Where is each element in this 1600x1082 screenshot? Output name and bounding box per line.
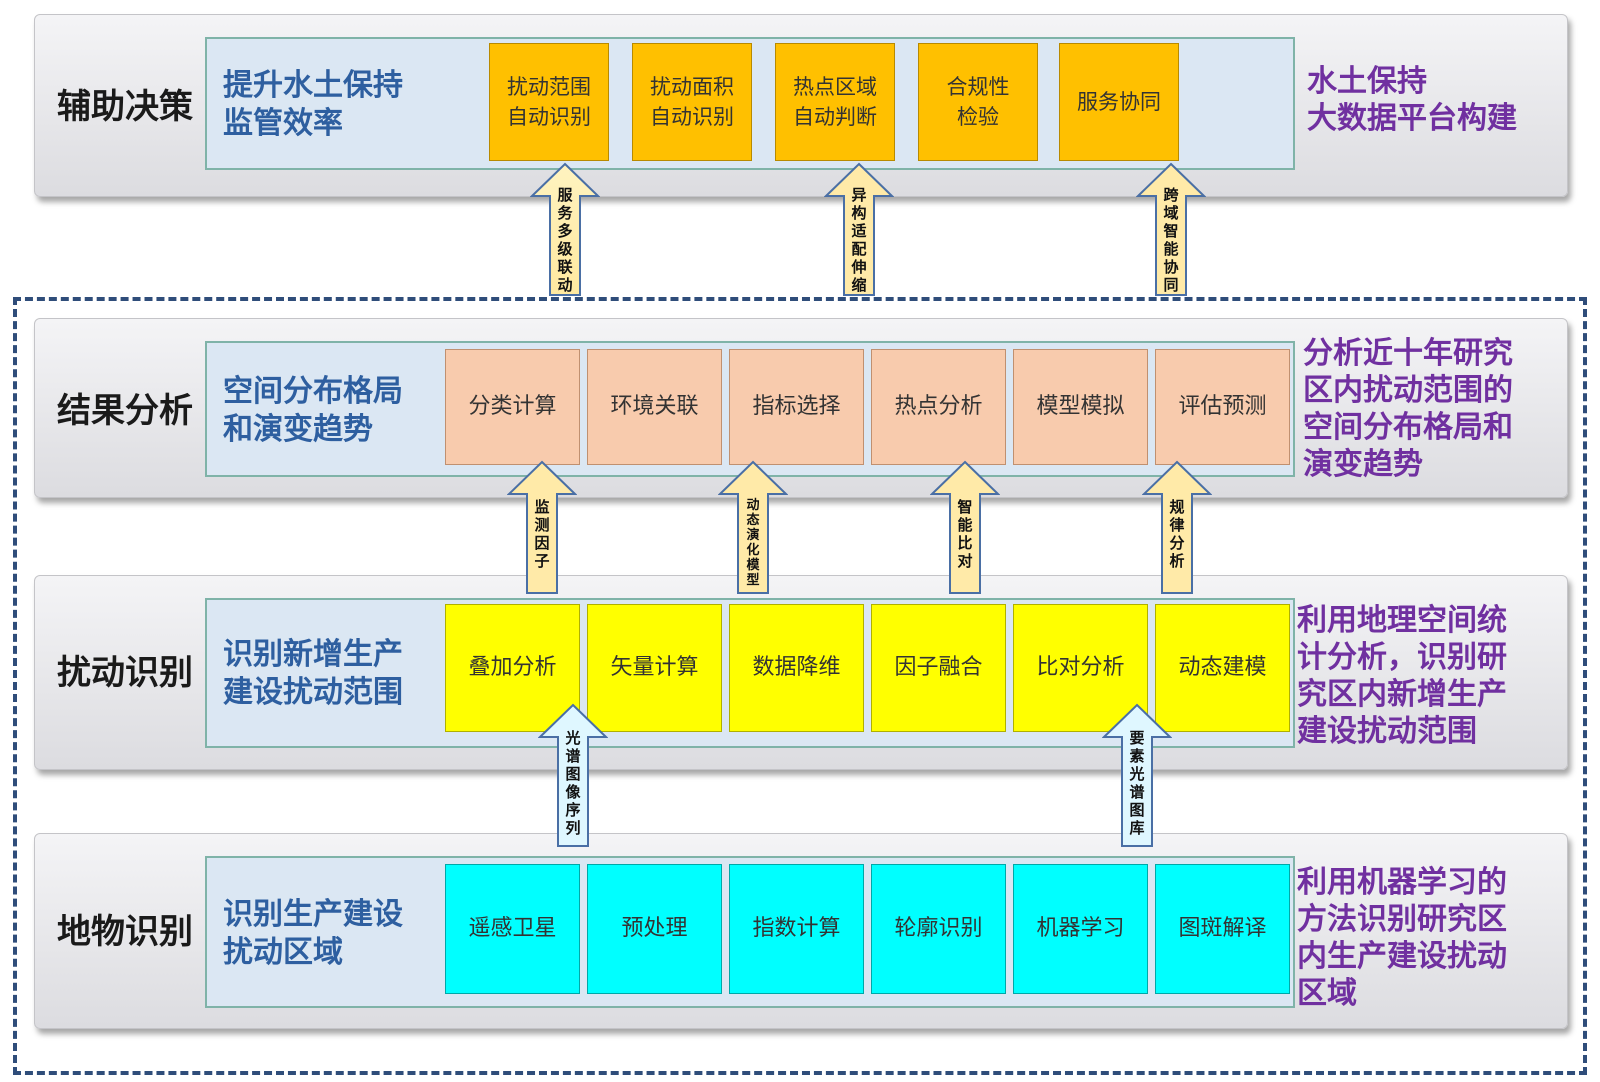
process-box: 扰动范围 自动识别	[489, 43, 609, 161]
up-arrow: 异构适配伸缩	[824, 162, 894, 297]
up-arrow: 监测因子	[507, 460, 577, 595]
dashed-group-frame	[13, 297, 1587, 1075]
process-box: 评估预测	[1155, 349, 1290, 465]
arrow-label: 动态演化模型	[746, 498, 760, 588]
arrow-up-icon	[507, 460, 577, 594]
layer-title: 结果分析	[57, 391, 193, 431]
arrow-label: 规律分析	[1169, 498, 1185, 570]
layer-note: 利用机器学习的 方法识别研究区 内生产建设扰动 区域	[1297, 865, 1507, 1011]
layer-goal: 识别生产建设 扰动区域	[223, 897, 403, 970]
arrow-up-icon	[1142, 460, 1212, 594]
layer-feature: 地物识别 识别生产建设 扰动区域 遥感卫星 预处理 指数计算 轮廓识别 机器学习…	[34, 833, 1568, 1029]
layer-analysis: 结果分析 空间分布格局 和演变趋势 分类计算 环境关联 指标选择 热点分析 模型…	[34, 318, 1568, 498]
arrow-up-icon	[538, 703, 608, 847]
arrow-label: 异构适配伸缩	[851, 186, 867, 294]
process-box: 合规性 检验	[918, 43, 1038, 161]
up-arrow: 服务多级联动	[530, 162, 600, 297]
up-arrow: 规律分析	[1142, 460, 1212, 595]
arrow-label: 智能比对	[957, 498, 973, 570]
arrow-label: 跨域智能协同	[1163, 186, 1179, 294]
up-arrow: 智能比对	[930, 460, 1000, 595]
process-box: 模型模拟	[1013, 349, 1148, 465]
arrow-up-icon	[530, 162, 600, 296]
arrow-label: 光谱图像序列	[565, 729, 581, 837]
arrow-label: 监测因子	[534, 498, 550, 570]
process-box: 分类计算	[445, 349, 580, 465]
layer-decision: 辅助决策 提升水土保持 监管效率 扰动范围 自动识别 扰动面积 自动识别 热点区…	[34, 14, 1568, 197]
layer-title: 辅助决策	[57, 87, 193, 127]
layer-goal: 空间分布格局 和演变趋势	[223, 374, 403, 447]
arrow-up-icon	[930, 460, 1000, 594]
process-box: 轮廓识别	[871, 864, 1006, 994]
process-box: 热点分析	[871, 349, 1006, 465]
arrow-up-icon	[1136, 162, 1206, 296]
arrow-up-icon	[1102, 703, 1172, 847]
process-box: 机器学习	[1013, 864, 1148, 994]
process-box: 因子融合	[871, 604, 1006, 732]
process-box: 指数计算	[729, 864, 864, 994]
layer-goal: 提升水土保持 监管效率	[223, 68, 403, 141]
process-box: 动态建模	[1155, 604, 1290, 732]
layer-inner-panel: 识别生产建设 扰动区域 遥感卫星 预处理 指数计算 轮廓识别 机器学习 图斑解译	[205, 856, 1295, 1008]
layer-title: 地物识别	[57, 912, 193, 952]
arrow-up-icon	[824, 162, 894, 296]
up-arrow: 要素光谱图库	[1102, 703, 1172, 848]
process-box: 扰动面积 自动识别	[632, 43, 752, 161]
arrow-label: 服务多级联动	[557, 186, 573, 294]
layer-note: 水土保持 大数据平台构建	[1307, 64, 1517, 136]
process-box: 指标选择	[729, 349, 864, 465]
layer-inner-panel: 提升水土保持 监管效率 扰动范围 自动识别 扰动面积 自动识别 热点区域 自动判…	[205, 37, 1295, 170]
layer-title: 扰动识别	[57, 653, 193, 693]
layer-disturbance: 扰动识别 识别新增生产 建设扰动范围 叠加分析 矢量计算 数据降维 因子融合 比…	[34, 575, 1568, 770]
process-box: 图斑解译	[1155, 864, 1290, 994]
arrow-label: 要素光谱图库	[1129, 729, 1145, 837]
process-box: 热点区域 自动判断	[775, 43, 895, 161]
process-box: 环境关联	[587, 349, 722, 465]
layer-inner-panel: 识别新增生产 建设扰动范围 叠加分析 矢量计算 数据降维 因子融合 比对分析 动…	[205, 598, 1295, 748]
process-box: 叠加分析	[445, 604, 580, 732]
up-arrow: 动态演化模型	[718, 460, 788, 595]
arrow-up-icon	[718, 460, 788, 594]
layer-goal: 识别新增生产 建设扰动范围	[223, 637, 403, 710]
up-arrow: 光谱图像序列	[538, 703, 608, 848]
process-box: 比对分析	[1013, 604, 1148, 732]
process-box: 数据降维	[729, 604, 864, 732]
process-box: 矢量计算	[587, 604, 722, 732]
layer-note: 利用地理空间统 计分析，识别研 究区内新增生产 建设扰动范围	[1297, 603, 1507, 749]
layer-inner-panel: 空间分布格局 和演变趋势 分类计算 环境关联 指标选择 热点分析 模型模拟 评估…	[205, 341, 1295, 477]
up-arrow: 跨域智能协同	[1136, 162, 1206, 297]
process-box: 服务协同	[1059, 43, 1179, 161]
process-box: 预处理	[587, 864, 722, 994]
layer-note: 分析近十年研究 区内扰动范围的 空间分布格局和 演变趋势	[1303, 336, 1513, 482]
process-box: 遥感卫星	[445, 864, 580, 994]
